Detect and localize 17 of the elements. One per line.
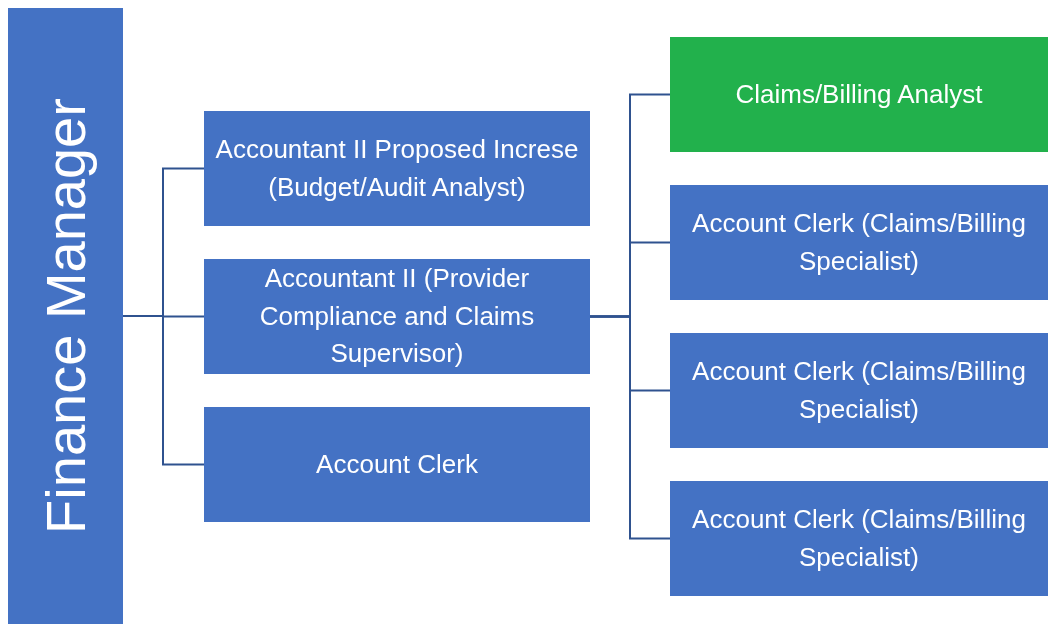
connector-line — [122, 315, 205, 466]
connector-line — [589, 315, 671, 540]
role-box — [670, 37, 1048, 152]
role-box — [204, 111, 590, 226]
role-box — [670, 185, 1048, 300]
role-box — [670, 481, 1048, 596]
role-box — [204, 259, 590, 374]
role-title: Account Clerk (Claims/Billing Specialist) — [691, 206, 1027, 278]
role-title: Accountant II Proposed Increse (Budget/Audit Analyst) — [214, 132, 580, 204]
role-title: Accountant II (Provider Compliance and Claims Supervisor) — [258, 261, 536, 371]
role-box — [670, 333, 1048, 448]
role-title: Account Clerk (Claims/Billing Specialist) — [691, 502, 1027, 574]
role-title: Account Clerk (Claims/Billing Specialist) — [691, 354, 1027, 426]
role-title: Claims/Billing Analyst — [735, 77, 983, 111]
role-box — [204, 407, 590, 522]
role-box — [8, 8, 123, 624]
role-title: Account Clerk — [316, 447, 478, 481]
